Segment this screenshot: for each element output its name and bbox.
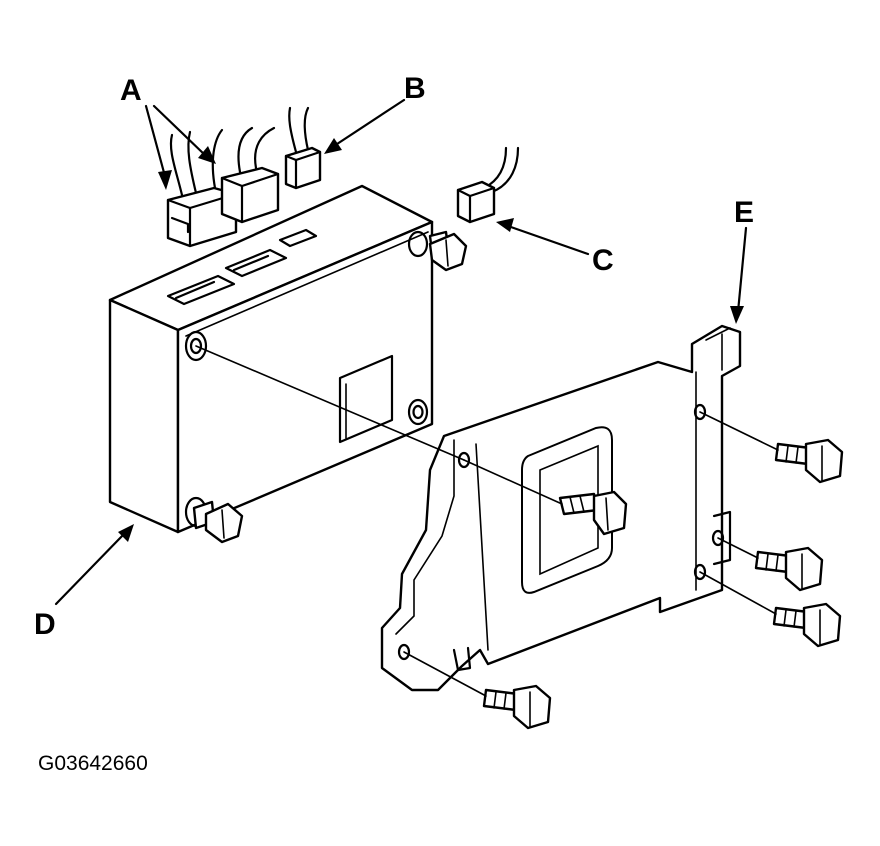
bolt-unit-bottom-left xyxy=(192,500,244,544)
bolt-bracket-upper-right xyxy=(774,438,844,484)
leader-arrows xyxy=(54,98,748,606)
bolt-unit-top-right xyxy=(428,230,468,272)
mounting-bracket-e xyxy=(380,324,742,692)
connector-a xyxy=(166,126,280,248)
alignment-lines xyxy=(195,345,779,697)
callout-label-b: B xyxy=(404,72,426,105)
bolt-bracket-middle-right xyxy=(754,546,824,592)
bolt-bracket-bottom xyxy=(482,684,552,730)
connector-c xyxy=(456,146,520,224)
callout-label-a: A xyxy=(120,74,142,107)
control-unit-d xyxy=(108,184,434,534)
callout-label-c: C xyxy=(592,244,614,277)
bolt-bracket-center xyxy=(558,490,628,536)
connector-b xyxy=(284,106,322,190)
callout-label-d: D xyxy=(34,608,56,641)
callout-label-e: E xyxy=(734,196,754,229)
figure-id: G03642660 xyxy=(38,752,148,775)
bolt-bracket-lower-right xyxy=(772,602,842,648)
